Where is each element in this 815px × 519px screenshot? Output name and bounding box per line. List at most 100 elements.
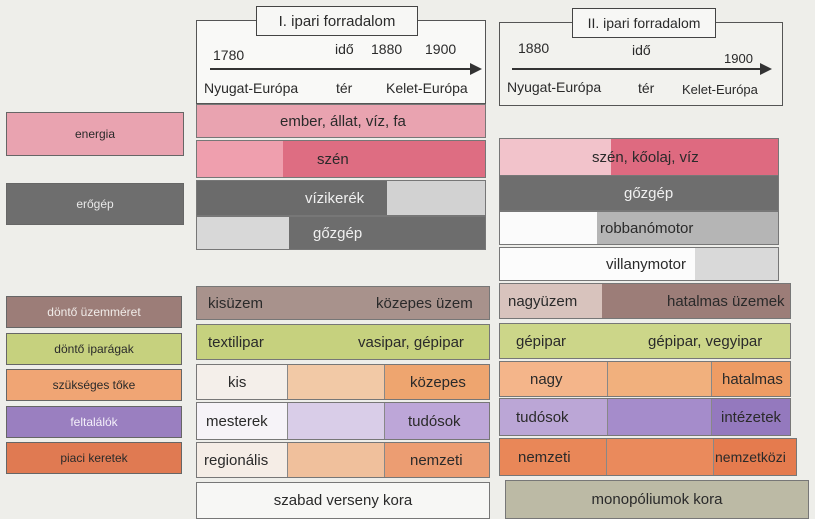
second-plant-seg-light	[500, 284, 602, 318]
second-machine3-seg-light	[500, 248, 695, 280]
second-inventor-seg-3	[712, 399, 790, 435]
first-machine2-seg-dark	[289, 217, 485, 249]
second-market-row	[499, 438, 797, 476]
second-energy-row	[499, 138, 779, 176]
second-energy: szén, kőolaj, víz	[592, 148, 699, 166]
second-capital-seg-3	[712, 362, 790, 396]
second-machine-row-2	[499, 211, 779, 245]
second-market-seg-3	[713, 439, 797, 475]
second-capital-end: hatalmas	[722, 370, 783, 388]
category-plant-size: döntő üzemméret	[6, 296, 182, 328]
second-energy-seg-dark	[611, 139, 778, 175]
first-energy-row-1	[196, 104, 486, 138]
category-market: piaci keretek	[6, 442, 182, 474]
first-inventor-seg-1	[197, 403, 288, 439]
first-market-seg-1	[197, 443, 288, 477]
first-plant-start: kisüzem	[208, 294, 264, 312]
first-industry-end: vasipar, gépipar	[358, 333, 464, 351]
first-arrow-head-icon	[470, 63, 482, 75]
second-machine-1: gőzgép	[624, 184, 674, 202]
first-inventor-end: tudósok	[408, 412, 461, 430]
second-machine2-seg-dark	[597, 212, 778, 244]
first-year-end: 1900	[425, 41, 457, 57]
first-energy-1: ember, állat, víz, fa	[280, 112, 406, 130]
first-space-label: tér	[336, 80, 353, 96]
second-machine3-seg-dark	[694, 248, 778, 280]
first-plant-end: közepes üzem	[376, 294, 473, 312]
second-year-end: 1900	[724, 51, 753, 66]
first-market-row	[196, 442, 490, 478]
second-market-seg-2	[606, 439, 714, 475]
first-capital-seg-2	[287, 365, 385, 399]
second-machine-2: robbanómotor	[600, 219, 694, 237]
second-plant-end: hatalmas üzemek	[667, 292, 785, 310]
first-energy-2: szén	[317, 150, 349, 168]
first-revolution-title: I. ipari forradalom	[256, 6, 418, 36]
second-energy-seg-light	[500, 139, 612, 175]
second-capital-start: nagy	[530, 370, 563, 388]
first-capital-start: kis	[228, 373, 247, 391]
second-space-label: tér	[638, 80, 655, 96]
first-capital-seg-3	[384, 365, 489, 399]
first-space-start: Nyugat-Európa	[204, 80, 299, 96]
category-capital: szükséges tőke	[6, 369, 182, 401]
first-industry-start: textilipar	[208, 333, 264, 351]
first-machine-1: vízikerék	[305, 189, 365, 207]
first-machine-row-2	[196, 216, 486, 250]
first-energy-seg-light	[197, 141, 284, 177]
category-energy: energia	[6, 112, 184, 156]
second-arrow-head-icon	[760, 63, 772, 75]
second-market-end: nemzetközi	[715, 449, 786, 465]
first-era: szabad verseny kora	[196, 482, 490, 519]
first-energy-row-2	[196, 140, 486, 178]
category-inventors: feltalálók	[6, 406, 182, 438]
second-plant-row	[499, 283, 791, 319]
second-industry-row	[499, 323, 791, 359]
second-market-seg-1	[500, 439, 607, 475]
second-space-end: Kelet-Európa	[682, 82, 758, 97]
second-era: monopóliumok kora	[505, 480, 809, 519]
first-energy-seg-dark	[283, 141, 485, 177]
second-market-start: nemzeti	[518, 448, 571, 466]
first-market-seg-2	[287, 443, 385, 477]
first-market-seg-3	[384, 443, 489, 477]
second-inventor-seg-2	[607, 399, 713, 435]
first-inventor-seg-2	[287, 403, 385, 439]
first-inventor-row	[196, 402, 490, 440]
first-time-label: idő	[335, 41, 354, 57]
second-inventor-start: tudósok	[516, 408, 569, 426]
first-machine-row-1	[196, 180, 486, 216]
first-market-end: nemzeti	[410, 451, 463, 469]
second-capital-seg-1	[500, 362, 608, 396]
second-machine2-seg-light	[500, 212, 598, 244]
first-capital-row	[196, 364, 490, 400]
second-machine-row-3	[499, 247, 779, 281]
second-machine-row-1	[499, 175, 779, 211]
first-machine2-seg-light	[197, 217, 290, 249]
second-industry-end: gépipar, vegyipar	[648, 332, 763, 350]
category-power-machine: erőgép	[6, 183, 184, 225]
first-year-mid: 1880	[371, 41, 403, 57]
first-capital-seg-1	[197, 365, 288, 399]
second-industry-start: gépipar	[516, 332, 567, 350]
first-inventor-seg-3	[384, 403, 489, 439]
second-revolution-title: II. ipari forradalom	[572, 8, 716, 38]
second-time-arrow	[512, 68, 762, 70]
first-year-start: 1780	[213, 47, 245, 63]
second-year-start: 1880	[518, 40, 550, 56]
first-space-end: Kelet-Európa	[386, 80, 468, 96]
second-space-start: Nyugat-Európa	[507, 79, 602, 95]
first-machine-seg-light	[387, 181, 485, 215]
first-capital-end: közepes	[410, 373, 466, 391]
first-machine-seg-dark	[197, 181, 388, 215]
first-plant-row	[196, 286, 490, 320]
first-time-arrow	[210, 68, 472, 70]
second-capital-row	[499, 361, 791, 397]
second-machine-3: villanymotor	[606, 255, 687, 273]
first-inventor-start: mesterek	[206, 412, 268, 430]
second-capital-seg-2	[607, 362, 713, 396]
second-plant-start: nagyüzem	[508, 292, 578, 310]
category-industries: döntő iparágak	[6, 333, 182, 365]
second-inventor-row	[499, 398, 791, 436]
first-machine-2: gőzgép	[313, 224, 363, 242]
